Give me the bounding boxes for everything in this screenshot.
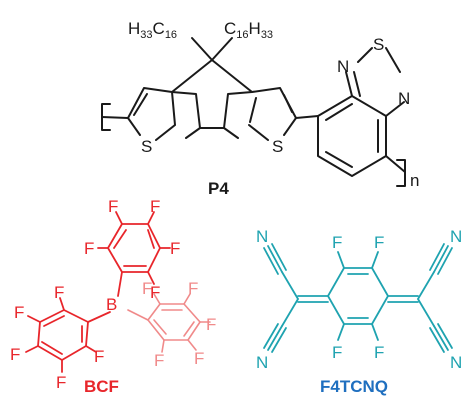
f4tcnq-exocyclic-right [387, 295, 419, 303]
bcf-double-bond [153, 309, 195, 337]
p4-cyclopenta-ring [171, 59, 253, 93]
bcf-label: BCF [84, 377, 119, 396]
p4-double-bond [353, 71, 361, 97]
bcf-bond-f [153, 293, 161, 305]
f4tcnq-nitrogen: N [450, 227, 462, 246]
bcf-bond-b [127, 309, 149, 321]
f4tcnq-bond-cn [417, 298, 435, 327]
bcf-fluorine: F [150, 197, 160, 216]
f4tcnq-fluorine: F [332, 233, 342, 252]
bcf-bond-f [85, 345, 97, 353]
f4tcnq-triple-bond [429, 243, 453, 275]
bcf-bond-f [147, 271, 155, 285]
p4-bond-s-left [127, 117, 141, 136]
p4-sulfur-top: S [373, 35, 384, 54]
bcf-fluorine: F [84, 239, 94, 258]
p4-bond [223, 127, 239, 139]
p4-double-bond [325, 103, 379, 168]
p4-thiophene-right [223, 87, 297, 141]
f4tcnq-exocyclic-left [297, 295, 329, 303]
f4tcnq-fluorine: F [332, 343, 342, 362]
bcf-bond-f [59, 297, 65, 311]
bcf-ring-right-perspective [127, 293, 211, 353]
bcf-bond-f [115, 211, 123, 225]
bcf-bond-f [25, 345, 39, 353]
p4-double-bond [249, 97, 257, 123]
p4-benzothiadiazole-ring [317, 95, 387, 177]
p4-thiophene-left [127, 87, 201, 141]
bcf-fluorine: F [108, 197, 118, 216]
bcf-fluorine: F [10, 345, 20, 364]
p4-sulfur-left: S [141, 137, 152, 156]
p4-bond-c16-right [211, 37, 233, 61]
bcf-fluorine-light: F [154, 351, 164, 370]
f4tcnq-atom-labels: N N N N F F F F F4TCNQ [256, 227, 462, 396]
f4tcnq-ring [327, 267, 389, 325]
f4tcnq-bond-cn [417, 271, 435, 300]
bcf-fluorine: F [170, 239, 180, 258]
f4tcnq-structure [263, 243, 453, 353]
f4tcnq-triple-bond [429, 323, 453, 353]
f4tcnq-bond-cn [281, 298, 299, 327]
f4tcnq-bond-f [371, 323, 379, 341]
bcf-bond-f [183, 293, 191, 305]
bcf-bond-b [87, 311, 111, 323]
p4-label: P4 [208, 179, 229, 198]
p4-alkyl-right: C16H33 [224, 19, 273, 41]
p4-repeat-n: n [410, 171, 419, 190]
bcf-fluorine: F [54, 283, 64, 302]
bcf-fluorine-light: F [142, 279, 152, 298]
bcf-fluorine-light: F [194, 349, 204, 368]
bcf-ring-top [107, 223, 161, 273]
f4tcnq-double-bond [347, 273, 369, 319]
p4-nitrogen-top: N [337, 57, 349, 76]
f4tcnq-label: F4TCNQ [320, 377, 388, 396]
p4-atom-labels: H33C16 C16H33 S S N S N n P4 [128, 19, 419, 198]
bcf-double-bond [113, 229, 155, 267]
bcf-fluorine: F [94, 347, 104, 366]
f4tcnq-nitrogen: N [256, 227, 268, 246]
f4tcnq-fluorine: F [374, 343, 384, 362]
p4-bond-c16-left [191, 37, 213, 61]
bcf-double-bond [41, 315, 83, 355]
p4-bond [385, 155, 406, 173]
p4-alkyl-left: H33C16 [128, 19, 177, 41]
bcf-structure [25, 211, 171, 373]
f4tcnq-fluorine: F [374, 233, 384, 252]
f4tcnq-bond-f [337, 251, 345, 269]
bcf-bond-f [161, 339, 165, 353]
p4-sulfur-right: S [272, 137, 283, 156]
bcf-bond-b [117, 271, 123, 297]
f4tcnq-nitrogen: N [450, 353, 462, 372]
p4-nitrogen-right: N [398, 89, 410, 108]
f4tcnq-bond-cn [281, 271, 299, 300]
f4tcnq-triple-bond [263, 323, 287, 353]
bcf-fluorine-light: F [188, 279, 198, 298]
bcf-fluorine: F [56, 373, 66, 392]
p4-right-bracket [396, 159, 406, 187]
p4-bond [101, 116, 129, 119]
p4-polymer-structure [101, 37, 406, 187]
bcf-fluorine: F [150, 283, 160, 302]
bcf-bond-f [187, 339, 197, 351]
bcf-fluorine: F [14, 303, 24, 322]
p4-bond [295, 115, 319, 119]
p4-double-bond [283, 94, 293, 113]
f4tcnq-nitrogen: N [256, 353, 268, 372]
bcf-fluorine-light: F [206, 315, 216, 334]
bcf-boron: B [106, 295, 117, 314]
bcf-atom-labels: F F F F F B F F F F F F F F F F BCF [10, 197, 216, 396]
f4tcnq-bond-f [337, 323, 345, 341]
bcf-bond-f [27, 315, 41, 323]
p4-bond [185, 127, 201, 139]
bcf-bond-f [147, 211, 155, 225]
f4tcnq-bond-f [371, 251, 379, 269]
p4-double-bond [133, 93, 148, 116]
p4-thiadiazole-ring [345, 47, 405, 117]
f4tcnq-triple-bond [263, 243, 287, 275]
